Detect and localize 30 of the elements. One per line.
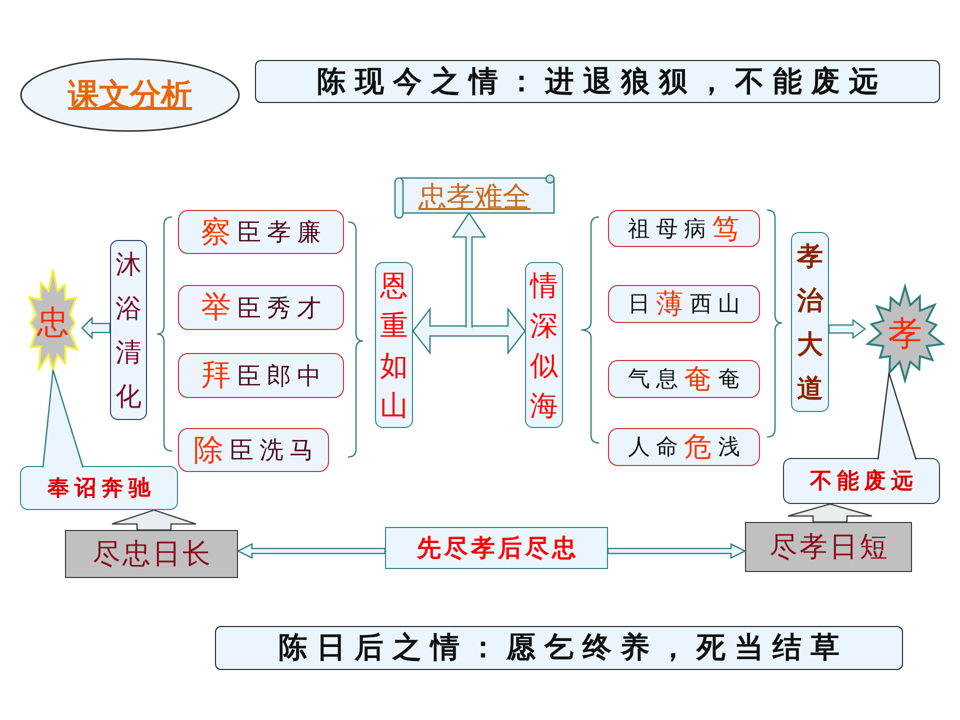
text-box: 举臣秀才 [178,285,344,330]
arrow [236,542,386,560]
text-box: 尽忠日长 [65,530,238,578]
block-arrow [452,212,486,328]
callout-box: 奉诏奔驰 [20,466,178,510]
text-box: 陈日后之情：愿乞终养，死当结草 [215,626,903,670]
text-box: 人命危浅 [608,428,760,466]
text-box: 拜臣郎中 [178,353,344,398]
text-box: 祖母病笃 [608,210,760,247]
vertical-text-box: 孝治大道 [791,232,829,412]
text-box: 陈现今之情：进退狼狈，不能废远 [255,60,940,103]
callout-pointer [42,369,84,468]
block-arrow [787,503,873,523]
text-box: 除臣洗马 [178,428,329,472]
block-arrow [111,509,197,531]
arrow [607,542,746,560]
text-box: 察臣孝廉 [178,210,344,254]
heading-ellipse: 课文分析 [20,58,240,132]
text-box: 尽孝日短 [745,522,912,572]
double-block-arrow [412,307,526,355]
vertical-text-box: 情深似海 [525,262,563,428]
block-arrow [81,316,111,340]
callout-pointer [877,372,917,460]
vertical-text-box: 恩重如山 [375,262,413,428]
vertical-text-box: 沐浴清化 [110,240,147,420]
text-box: 日薄西山 [608,285,760,323]
text-box: 先尽孝后尽忠 [385,527,608,569]
starburst: 孝 [865,285,945,382]
text-box: 气息奄奄 [608,360,760,398]
block-arrow [828,318,866,340]
